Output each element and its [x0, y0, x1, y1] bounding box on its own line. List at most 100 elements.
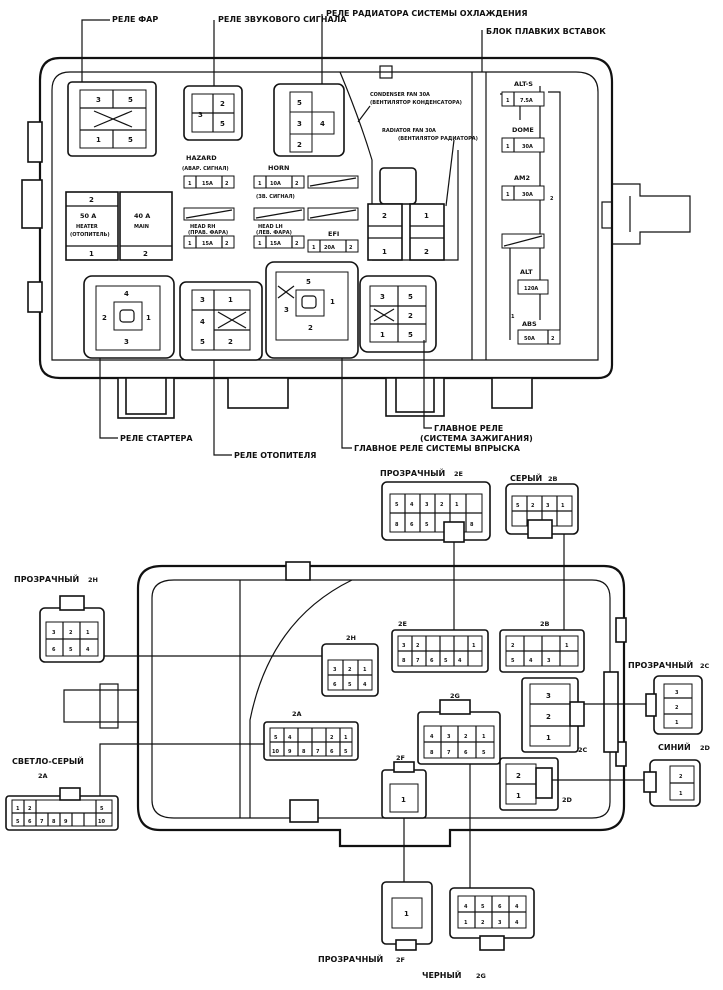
- label-2f-id: 2F: [396, 956, 405, 964]
- label-main-amp: 40 A: [134, 212, 150, 220]
- svg-text:5: 5: [100, 806, 104, 812]
- svg-text:3: 3: [546, 692, 551, 700]
- svg-text:10: 10: [98, 819, 105, 825]
- svg-text:6: 6: [330, 749, 334, 755]
- svg-text:5: 5: [16, 819, 20, 825]
- svg-text:2: 2: [550, 196, 554, 202]
- svg-text:4: 4: [430, 734, 434, 740]
- svg-text:5: 5: [425, 522, 429, 528]
- svg-text:1: 1: [404, 910, 409, 918]
- label-2h-color: ПРОЗРАЧНЫЙ: [14, 573, 79, 584]
- label-alt-val: 120A: [524, 286, 538, 292]
- svg-text:8: 8: [430, 750, 434, 756]
- svg-text:5: 5: [408, 331, 413, 339]
- label-head-rh-sub: (ПРАВ. ФАРА): [188, 230, 228, 236]
- label-head-lh-sub: (ЛЕВ. ФАРА): [256, 230, 292, 236]
- svg-text:5: 5: [395, 502, 399, 508]
- svg-text:2: 2: [349, 245, 353, 251]
- svg-text:3: 3: [498, 920, 502, 926]
- svg-text:3: 3: [124, 338, 129, 346]
- svg-text:4: 4: [529, 658, 533, 664]
- svg-text:4: 4: [410, 502, 414, 508]
- svg-text:3: 3: [333, 667, 337, 673]
- label-alt-s: ALT-S: [514, 80, 533, 88]
- label-efi-main-relay: ГЛАВНОЕ РЕЛЕ СИСТЕМЫ ВПРЫСКА: [354, 444, 521, 453]
- label-dome-val: 30A: [522, 144, 533, 150]
- label-dome: DOME: [512, 126, 534, 134]
- svg-text:4: 4: [124, 290, 129, 298]
- svg-text:1: 1: [546, 734, 551, 742]
- label-2a-id: 2A: [38, 772, 48, 780]
- label-2e-inner: 2E: [398, 620, 407, 628]
- svg-text:2: 2: [297, 141, 302, 149]
- svg-text:2: 2: [516, 772, 521, 780]
- svg-text:1: 1: [455, 502, 459, 508]
- bottom-connector-block: [63, 561, 627, 848]
- svg-text:1: 1: [506, 144, 510, 150]
- connector-2c-ext: 321: [645, 675, 703, 735]
- svg-text:2: 2: [424, 248, 429, 256]
- label-alt-s-val: 7.5A: [520, 98, 533, 104]
- svg-text:3: 3: [284, 306, 289, 314]
- svg-text:3: 3: [425, 502, 429, 508]
- svg-text:4: 4: [200, 318, 205, 326]
- label-head-rh: HEAD RH: [190, 224, 215, 230]
- svg-text:3: 3: [297, 120, 302, 128]
- svg-text:2: 2: [531, 503, 535, 509]
- connector-2e: 543 21 865 48: [381, 481, 491, 634]
- label-horn-sub: (ЗВ. СИГНАЛ): [256, 194, 295, 200]
- svg-text:2: 2: [225, 241, 229, 247]
- svg-text:1: 1: [96, 136, 101, 144]
- label-radiator-fan-relay: РЕЛЕ РАДИАТОРА СИСТЕМЫ ОХЛАЖДЕНИЯ: [326, 9, 528, 18]
- svg-text:10A: 10A: [270, 181, 281, 187]
- horn-relay: 325: [183, 85, 243, 141]
- top-box-labels: РЕЛЕ ФАР РЕЛЕ ЗВУКОВОГО СИГНАЛА РЕЛЕ РАД…: [70, 9, 606, 460]
- svg-text:1: 1: [16, 806, 20, 812]
- svg-text:1: 1: [258, 241, 262, 247]
- svg-text:1: 1: [312, 245, 316, 251]
- label-2d-inner: 2D: [562, 796, 573, 804]
- label-main-relay-sub: (СИСТЕМА ЗАЖИГАНИЯ): [420, 434, 533, 443]
- svg-text:5: 5: [306, 278, 311, 286]
- label-2a-inner: 2A: [292, 710, 302, 718]
- svg-text:1: 1: [679, 791, 683, 797]
- svg-text:5: 5: [297, 99, 302, 107]
- connector-2f-inner: 1: [381, 761, 427, 882]
- svg-text:3: 3: [547, 658, 551, 664]
- svg-text:1: 1: [424, 212, 429, 220]
- svg-text:1: 1: [382, 248, 387, 256]
- svg-text:4: 4: [515, 920, 519, 926]
- svg-text:1: 1: [511, 314, 515, 320]
- label-head-lh: HEAD LH: [258, 224, 283, 230]
- svg-text:1: 1: [188, 241, 192, 247]
- fusible-link-column: 1 1 1 2 2 1: [500, 86, 561, 345]
- svg-text:1: 1: [188, 181, 192, 187]
- svg-text:2: 2: [228, 338, 233, 346]
- fan-fuses: 21 12: [367, 203, 445, 261]
- svg-text:1: 1: [506, 98, 510, 104]
- label-2b-id: 2B: [548, 475, 558, 483]
- svg-text:1: 1: [561, 503, 565, 509]
- svg-text:5: 5: [348, 682, 352, 688]
- heater-main-links: 21 2: [65, 191, 173, 261]
- svg-text:2: 2: [28, 806, 32, 812]
- svg-text:5: 5: [69, 647, 73, 653]
- svg-text:3: 3: [447, 734, 451, 740]
- svg-text:2: 2: [511, 643, 515, 649]
- svg-text:4: 4: [515, 904, 519, 910]
- svg-text:1: 1: [675, 720, 679, 726]
- label-condenser-fan-sub: (ВЕНТИЛЯТОР КОНДЕНСАТОРА): [370, 100, 462, 106]
- label-heater-sub: (ОТОПИТЕЛЬ): [70, 232, 110, 238]
- svg-text:8: 8: [302, 749, 306, 755]
- svg-text:7: 7: [40, 819, 44, 825]
- svg-text:1: 1: [565, 643, 569, 649]
- svg-text:9: 9: [64, 819, 68, 825]
- label-heater-name: HEATER: [76, 224, 98, 230]
